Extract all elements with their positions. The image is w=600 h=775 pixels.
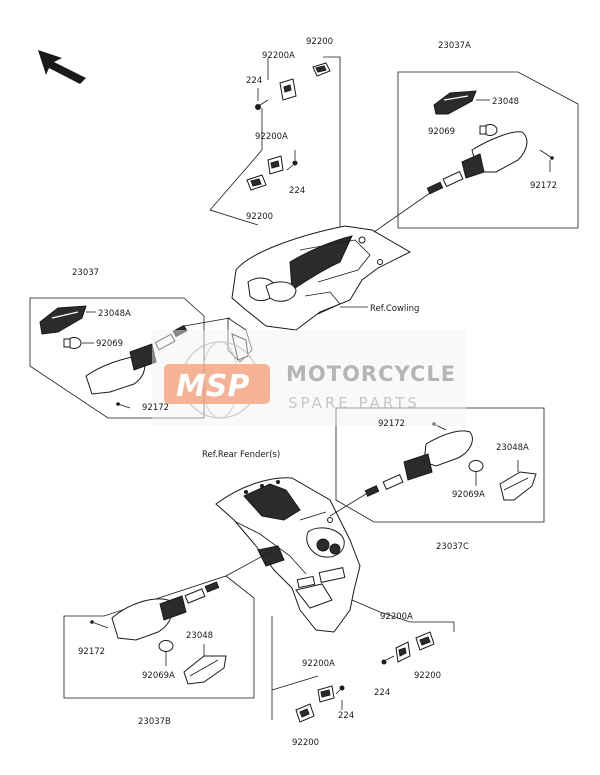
label-top-92200A: 92200A xyxy=(262,51,295,61)
label-92172-rear-left: 92172 xyxy=(78,647,105,657)
label-23048A-rear: 23048A xyxy=(496,443,529,453)
screw-92172-rear-left xyxy=(90,620,109,629)
bracket-92200A-bottom-mid xyxy=(317,685,335,703)
label-bm-92200: 92200 xyxy=(292,738,319,748)
label-92069-left: 92069 xyxy=(96,339,123,349)
bracket-92200A-mid xyxy=(267,155,284,175)
bracket-92200A-bottom-right xyxy=(395,641,411,663)
turn-signal-23037A-group xyxy=(373,71,579,233)
signal-housing-23037A xyxy=(426,131,528,195)
label-23037A: 23037A xyxy=(438,41,471,51)
bulb-92069A-left xyxy=(158,640,174,652)
watermark-logo: MSP xyxy=(176,369,249,404)
screw-224-bottom-mid xyxy=(335,685,345,695)
label-br-224: 224 xyxy=(374,688,390,698)
bracket-92200A-top xyxy=(279,78,297,101)
front-cowling-assembly xyxy=(227,225,412,363)
label-mid-92200: 92200 xyxy=(246,212,273,222)
watermark-line2: SPARE PARTS xyxy=(288,394,420,412)
bulb-92069-left xyxy=(63,337,82,349)
label-23048: 23048 xyxy=(492,97,519,107)
label-92172-left: 92172 xyxy=(142,403,169,413)
label-23037: 23037 xyxy=(72,268,99,278)
turn-signal-23037B-group xyxy=(63,551,271,699)
label-23037B: 23037B xyxy=(138,717,171,727)
label-mid-224: 224 xyxy=(289,186,305,196)
watermark-line1: MOTORCYCLE xyxy=(286,362,456,386)
bracket-92200-mid xyxy=(246,174,267,191)
lens-23048-rear xyxy=(183,655,227,685)
label-top-224: 224 xyxy=(246,76,262,86)
label-bm-92200A: 92200A xyxy=(302,659,335,669)
lens-23048 xyxy=(433,90,477,115)
turn-signal-23037C-group xyxy=(329,407,545,523)
rear-fender-assembly xyxy=(215,477,361,633)
label-23048-rear: 23048 xyxy=(186,631,213,641)
label-92069A-left: 92069A xyxy=(142,671,175,681)
label-mid-92200A: 92200A xyxy=(255,132,288,142)
screw-224-bottom-right xyxy=(381,655,395,665)
bracket-92200-top xyxy=(312,62,331,77)
label-ref-rear-fender: Ref.Rear Fender(s) xyxy=(202,450,280,460)
screw-92172-left xyxy=(116,402,131,409)
screw-92172-right xyxy=(539,149,554,160)
bulb-92069-right xyxy=(479,124,498,136)
bracket-92200-bottom-right xyxy=(415,631,435,651)
label-bm-224: 224 xyxy=(338,711,354,721)
screw-224-top xyxy=(255,99,269,110)
bulb-92069A-right xyxy=(468,460,484,472)
label-92172-rear-right: 92172 xyxy=(378,419,405,429)
label-br-92200: 92200 xyxy=(414,671,441,681)
turn-signal-23037-group xyxy=(29,297,231,419)
label-23037C: 23037C xyxy=(436,542,469,552)
label-23048A: 23048A xyxy=(98,309,131,319)
lens-23048A xyxy=(39,305,87,335)
label-92172-right: 92172 xyxy=(530,181,557,191)
top-bracket-group xyxy=(209,56,341,235)
screw-92172-rear-right xyxy=(432,422,447,431)
bottom-right-bracket-group xyxy=(351,599,455,665)
part-labels: 92200 92200A 224 92200A 224 92200 23037A… xyxy=(72,37,557,748)
lens-23048A-rear xyxy=(499,471,537,501)
label-ref-cowling: Ref.Cowling xyxy=(370,304,419,314)
label-92069-right: 92069 xyxy=(428,127,455,137)
direction-arrow-icon xyxy=(38,50,86,84)
signal-housing-23037B xyxy=(111,581,220,641)
signal-housing-23037C xyxy=(364,430,473,497)
watermark-logo-box xyxy=(164,364,270,404)
label-92069A-right: 92069A xyxy=(452,490,485,500)
signal-housing-23037 xyxy=(85,324,188,395)
watermark: MSP MOTORCYCLE SPARE PARTS xyxy=(152,330,466,426)
label-top-92200: 92200 xyxy=(306,37,333,47)
bracket-92200-bottom-mid xyxy=(295,703,315,723)
screw-224-mid xyxy=(286,160,298,171)
label-br-92200A: 92200A xyxy=(380,612,413,622)
bottom-middle-bracket-group xyxy=(271,616,345,723)
